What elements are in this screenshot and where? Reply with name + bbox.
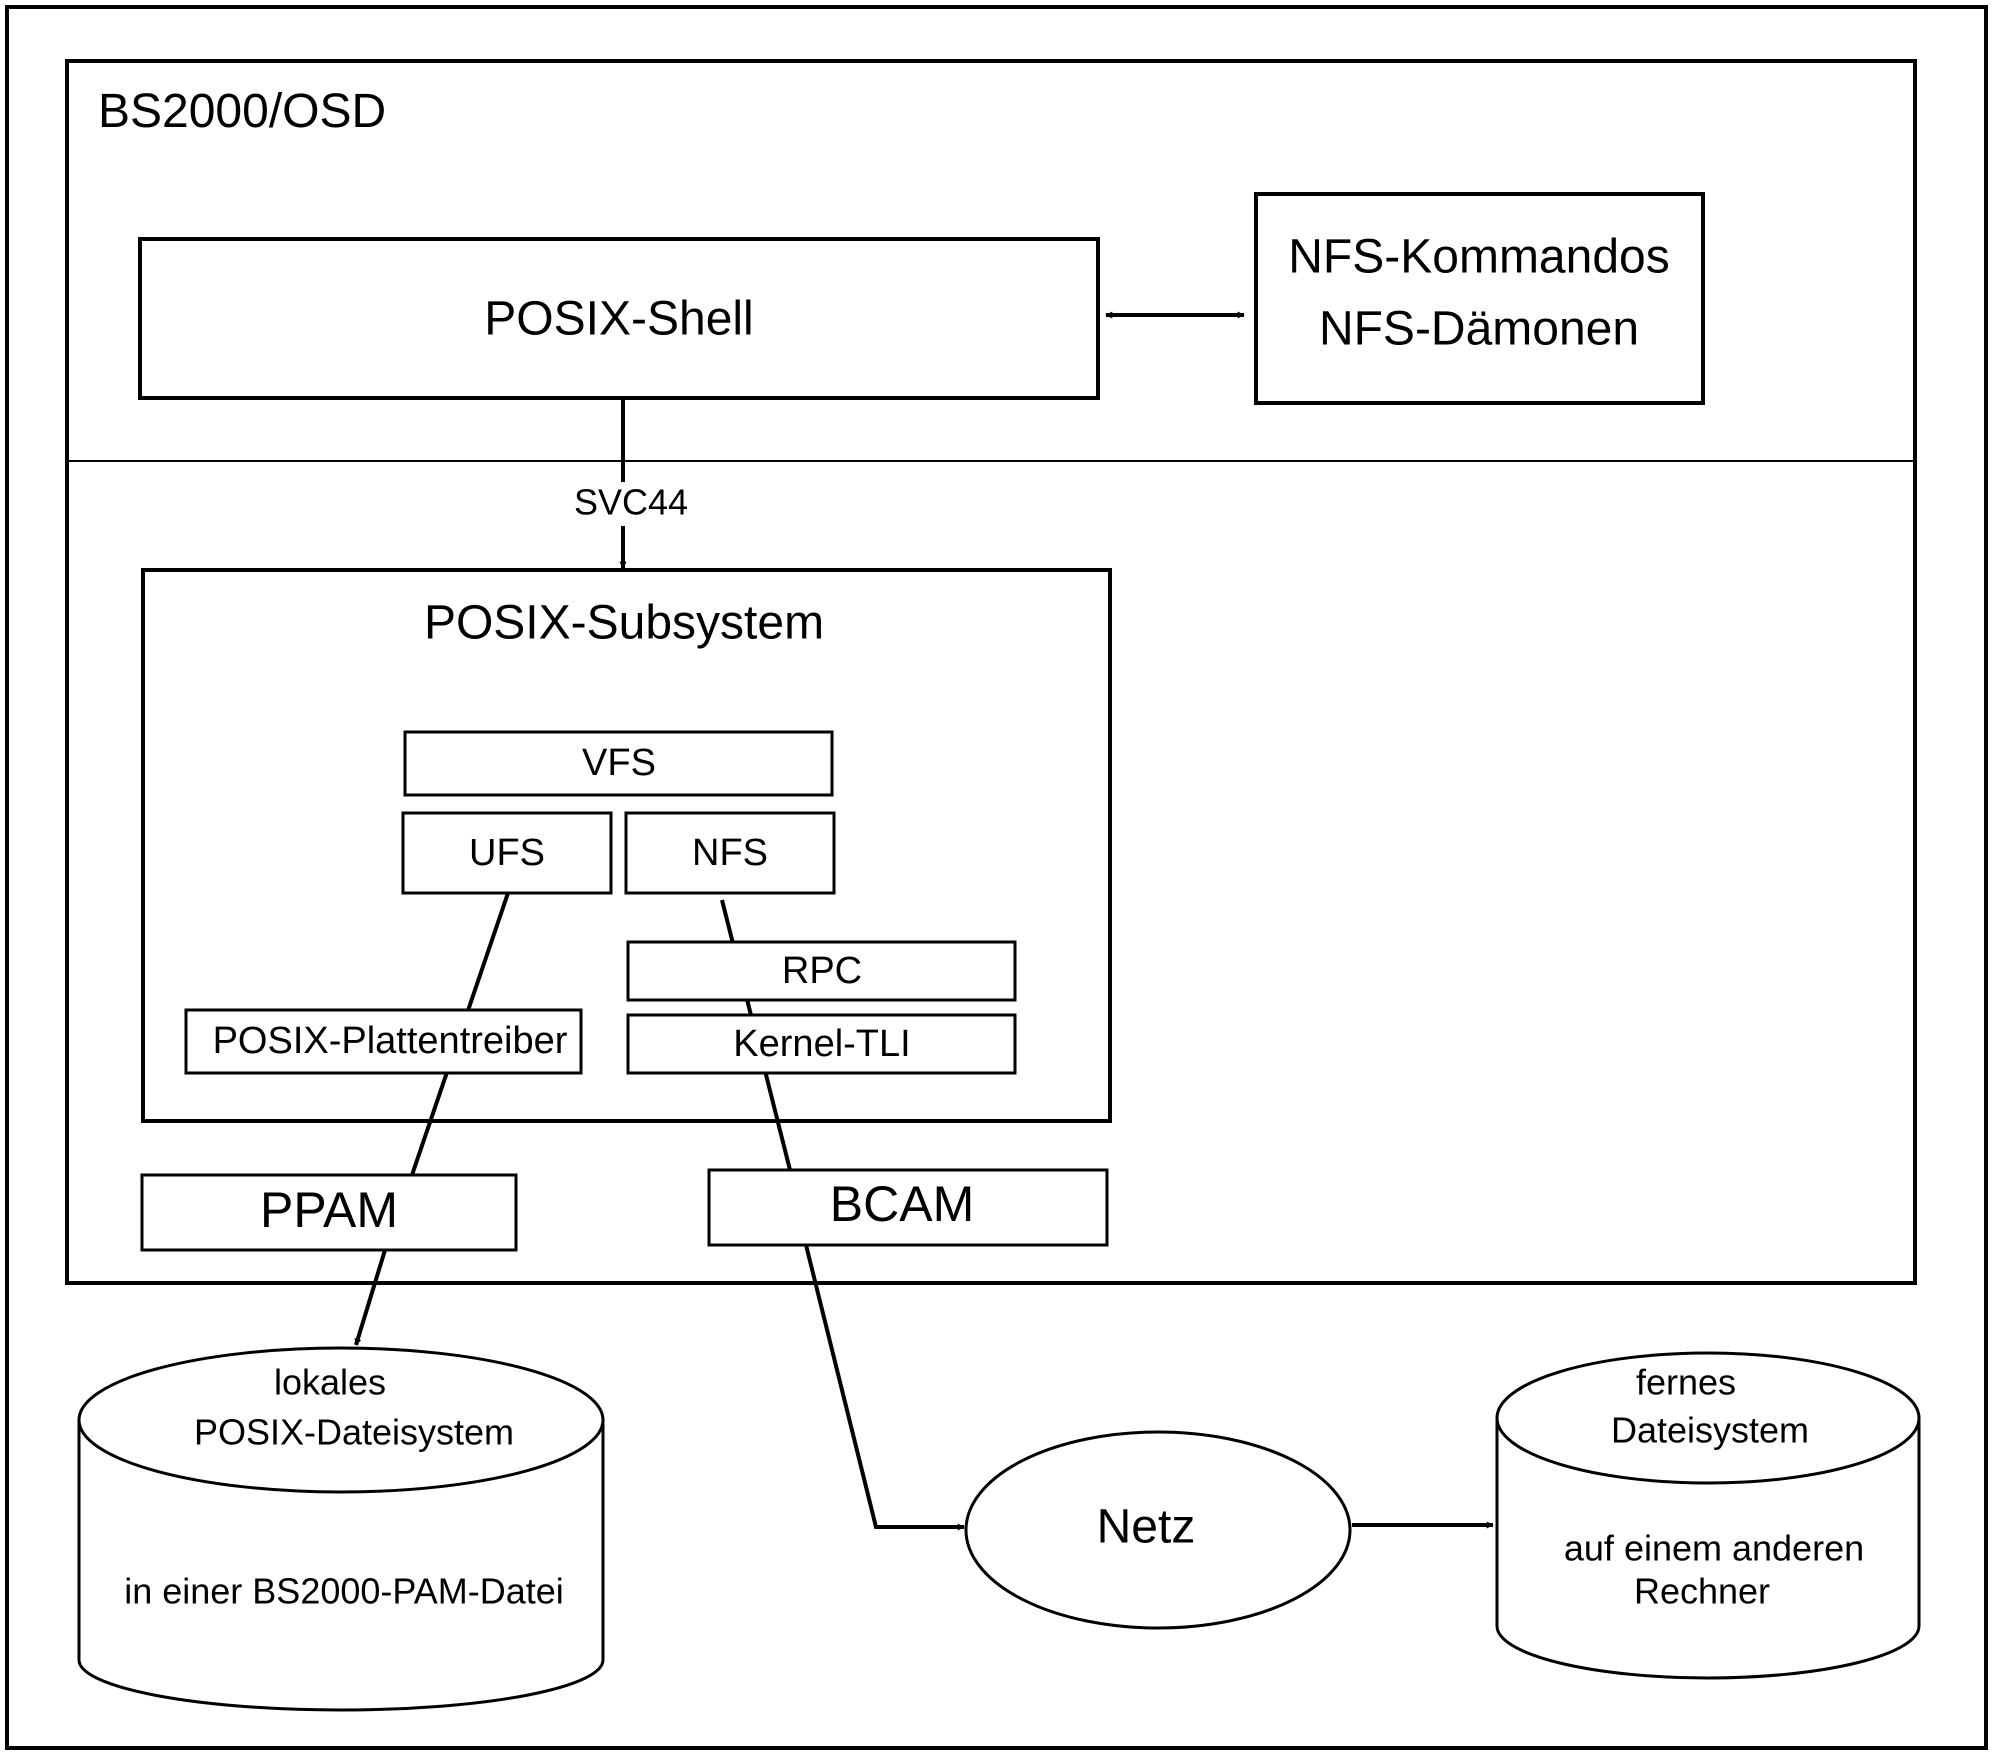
- nfs-commands-label: NFS-Kommandos: [1288, 231, 1669, 284]
- local-fs-line2: POSIX-Dateisystem: [194, 1412, 514, 1453]
- ppam-localfs-arrow: [354, 1249, 387, 1346]
- disk-driver-label: POSIX-Plattentreiber: [213, 1020, 568, 1062]
- network-ellipse: [964, 1430, 1352, 1630]
- local-fs-line1: lokales: [274, 1362, 386, 1403]
- nfs-daemons-label: NFS-Dämonen: [1319, 303, 1639, 356]
- nfs-tools-box: [1254, 192, 1705, 405]
- bcam-box: [707, 1168, 1109, 1247]
- ufs-box: [401, 811, 613, 895]
- disk-driver-box: [184, 1008, 583, 1075]
- kernel-tli-label: Kernel-TLI: [733, 1023, 910, 1065]
- posix-subsystem-title: POSIX-Subsystem: [424, 597, 824, 650]
- bcam-label: BCAM: [830, 1176, 974, 1232]
- vfs-box: [403, 730, 834, 797]
- remote-fs-line1: fernes: [1636, 1362, 1736, 1403]
- remote-fs-line4: Rechner: [1634, 1571, 1770, 1612]
- remote-fs-line3: auf einem anderen: [1564, 1528, 1864, 1569]
- rpc-label: RPC: [782, 950, 862, 992]
- system-title: BS2000/OSD: [98, 85, 386, 138]
- nfs-box: [624, 811, 836, 895]
- posix-shell-box: [138, 237, 1100, 400]
- local-fs-line3: in einer BS2000-PAM-Datei: [124, 1571, 564, 1612]
- svc44-label-bg: [564, 482, 682, 526]
- remote-fs-line2: Dateisystem: [1611, 1410, 1809, 1451]
- svc44-label: SVC44: [574, 482, 688, 523]
- ufs-label: UFS: [469, 832, 545, 874]
- bcam-network-arrow: [804, 1244, 965, 1531]
- local-filesystem-cylinder: [77, 1346, 605, 1712]
- ppam-box: [140, 1173, 518, 1252]
- remote-filesystem-cylinder: [1495, 1351, 1921, 1680]
- ppam-label: PPAM: [260, 1182, 398, 1238]
- rpc-box: [626, 940, 1017, 1002]
- kernel-tli-box: [626, 1013, 1017, 1075]
- nfs-label: NFS: [692, 832, 768, 874]
- network-label: Netz: [1097, 1501, 1196, 1554]
- posix-shell-label: POSIX-Shell: [484, 293, 753, 346]
- vfs-label: VFS: [582, 742, 656, 784]
